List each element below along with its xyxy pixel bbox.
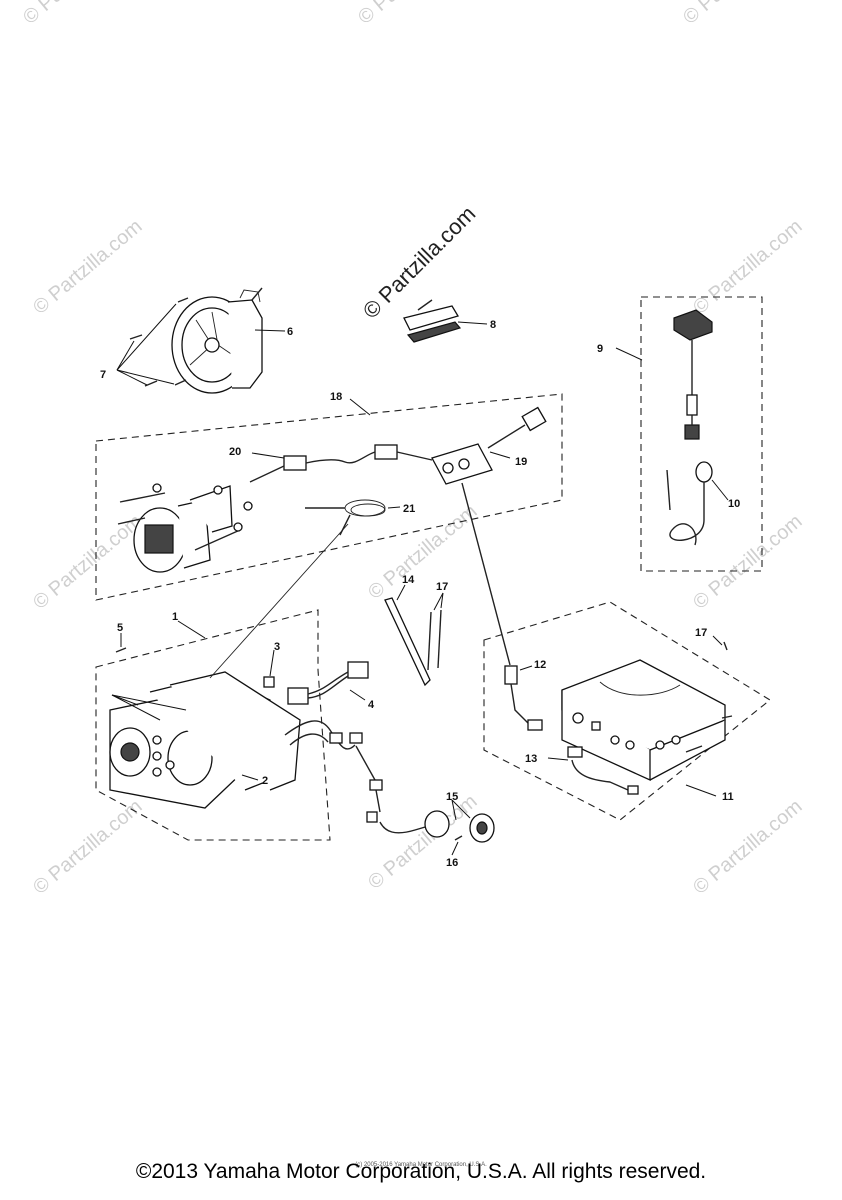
callout-17: 17 [436,581,448,593]
callout-2: 2 [262,775,268,787]
watermark: © Partzilla.com [354,0,471,29]
watermark: © Partzilla.com [29,510,146,613]
tuner-box-assembly-11: 17 11 12 13 [461,482,771,821]
callout-6: 6 [287,326,293,338]
volume-knob-15: 15 16 [379,791,495,869]
remote-assembly-18: 18 20 19 21 [95,391,563,601]
stereo-unit-assembly-1: 1 5 2 3 4 [95,609,383,841]
callout-11: 11 [722,791,734,803]
callout-16: 16 [446,857,458,869]
callout-10: 10 [728,498,740,510]
antenna-kit: 9 10 [597,296,763,572]
watermark: © Partzilla.com [689,215,806,318]
callout-3: 3 [274,641,280,653]
callout-20: 20 [229,446,241,458]
callout-14: 14 [402,574,415,586]
watermark: © Partzilla.com [364,500,481,603]
watermark: © Partzilla.com [29,215,146,318]
callout-19: 19 [515,456,527,468]
center-watermark: © Partzilla.com [358,201,481,324]
callout-18: 18 [330,391,342,403]
callout-1: 1 [172,611,178,623]
speaker-assembly: 7 6 [100,287,293,394]
callout-17: 17 [695,627,707,639]
watermark: © Partzilla.com [679,0,796,29]
callout-5: 5 [117,622,123,634]
mount-bracket-14: 14 17 [384,574,448,687]
watermark: © Partzilla.com [364,790,481,893]
callout-15: 15 [446,791,458,803]
callout-12: 12 [534,659,546,671]
watermark: © Partzilla.com [689,795,806,898]
callout-8: 8 [490,319,496,331]
link-wire [209,523,349,679]
connector-part-8: 8 [403,299,496,343]
callout-9: 9 [597,343,603,355]
watermark: © Partzilla.com [29,795,146,898]
footer-copyright: ©2013 Yamaha Motor Corporation, U.S.A. A… [135,1160,707,1183]
callout-13: 13 [525,753,537,765]
watermark: © Partzilla.com [19,0,136,29]
callout-4: 4 [368,699,375,711]
callout-21: 21 [403,503,415,515]
watermark: © Partzilla.com [689,510,806,613]
small-copyright: (c) 2005-2016 Yamaha Motor Corporation, … [355,1162,487,1168]
screw-set [129,297,189,387]
callout-7: 7 [100,369,106,381]
